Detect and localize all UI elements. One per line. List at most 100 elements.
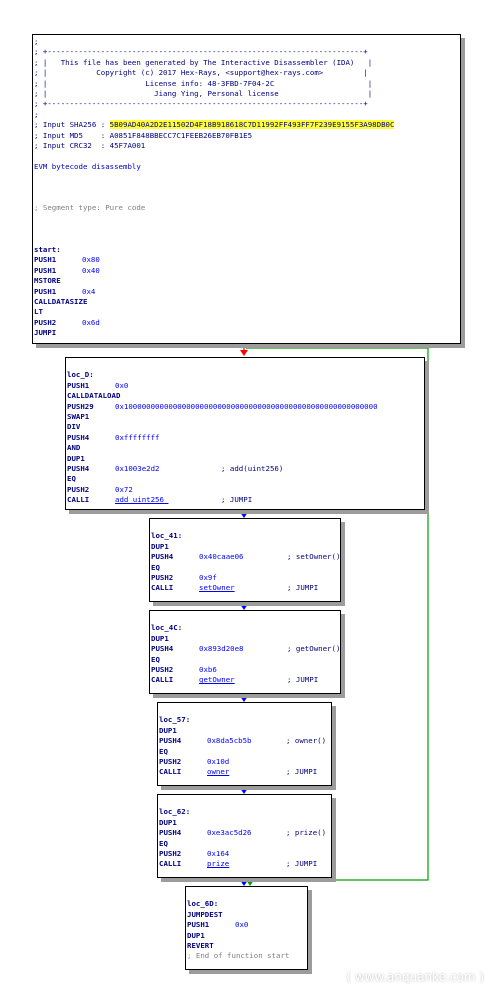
edge-arrow-loc6D-green bbox=[246, 880, 254, 886]
code-line[interactable]: MSTORE bbox=[34, 276, 61, 286]
opcode-mnemonic: PUSH1 bbox=[34, 255, 57, 265]
code-line[interactable]: EQ bbox=[151, 655, 160, 665]
code-line[interactable]: loc_6D: bbox=[187, 899, 218, 909]
code-line[interactable]: JUMPI bbox=[34, 328, 56, 338]
input-hash-label: ; Input MD5 : bbox=[34, 130, 110, 140]
edge-arrow-loc6D bbox=[240, 880, 248, 886]
opcode-mnemonic: DUP1 bbox=[67, 453, 85, 463]
code-line[interactable]: DUP1 bbox=[159, 818, 177, 828]
code-line[interactable]: DUP1 bbox=[151, 634, 169, 644]
code-line[interactable]: loc_62: bbox=[159, 807, 190, 817]
code-line[interactable]: loc_D: bbox=[67, 370, 94, 380]
code-line[interactable]: loc_57: bbox=[159, 715, 190, 725]
code-line[interactable]: ; | This file has been generated by The … bbox=[34, 58, 372, 68]
opcode-argument: 0x72 bbox=[115, 484, 133, 494]
opcode-argument: setOwner bbox=[199, 583, 235, 593]
code-line[interactable]: ; | Copyright (c) 2017 Hex-Rays, <suppor… bbox=[34, 68, 368, 78]
code-line[interactable]: DUP1 bbox=[151, 542, 169, 552]
code-line[interactable]: EQ bbox=[159, 747, 168, 757]
code-line[interactable]: SWAP1 bbox=[67, 412, 89, 422]
opcode-comment: ; prize() bbox=[286, 828, 327, 838]
code-line[interactable]: DIV bbox=[67, 422, 80, 432]
opcode-comment: ; add(uint256) bbox=[221, 464, 284, 473]
opcode-argument: 0xffffffff bbox=[115, 432, 160, 442]
code-line[interactable]: EQ bbox=[67, 474, 76, 484]
code-line[interactable]: ; Input SHA256 : 5B09AD40A2D2E11502D4F18… bbox=[34, 120, 395, 130]
code-line[interactable]: DUP1 bbox=[67, 454, 85, 464]
code-line[interactable]: CALLDATASIZE bbox=[34, 297, 87, 307]
code-line[interactable]: ; End of function start bbox=[187, 951, 289, 961]
header-block[interactable]: ;; +------------------------------------… bbox=[32, 34, 461, 344]
code-line[interactable]: DUP1 bbox=[187, 931, 205, 941]
code-line[interactable]: ; Input MD5 : A0851F848BBECC7C1FEEB26EB7… bbox=[34, 131, 252, 141]
code-line[interactable]: CALLDATALOAD bbox=[67, 391, 120, 401]
code-line[interactable]: start: bbox=[34, 245, 61, 255]
code-line[interactable]: ; | License info: 48-3FBD-7F04-2C | bbox=[34, 79, 372, 89]
code-line[interactable]: DUP1 bbox=[159, 726, 177, 736]
code-line[interactable]: ; Input CRC32 : 45F7A001 bbox=[34, 141, 145, 151]
code-line[interactable]: JUMPDEST bbox=[187, 910, 223, 920]
code-line[interactable]: loc_4C: bbox=[151, 623, 182, 633]
code-line[interactable]: PUSH4 0xffffffff bbox=[67, 432, 160, 443]
opcode-mnemonic: PUSH1 bbox=[34, 265, 57, 275]
opcode-comment: ; JUMPI bbox=[286, 859, 318, 869]
opcode-mnemonic: CALLI bbox=[67, 495, 90, 505]
code-line[interactable]: ; bbox=[34, 110, 38, 120]
opcode-argument: 0x8da5cb5b bbox=[207, 736, 252, 746]
code-line[interactable]: ; | Jiang Ying, Personal license | bbox=[34, 89, 372, 99]
opcode-mnemonic: DUP1 bbox=[187, 930, 205, 940]
code-line[interactable]: AND bbox=[67, 443, 80, 453]
input-hash-value: A0851F848BBECC7C1FEEB26EB70FB1E5 bbox=[109, 130, 253, 140]
opcode-mnemonic: PUSH4 bbox=[67, 432, 90, 442]
code-line[interactable]: REVERT bbox=[187, 941, 214, 951]
opcode-mnemonic: CALLI bbox=[151, 675, 174, 685]
opcode-argument: 0xe3ac5d26 bbox=[207, 828, 252, 838]
code-line[interactable]: ; Segment type: Pure code bbox=[34, 203, 145, 213]
opcode-mnemonic: EQ bbox=[67, 474, 76, 484]
code-line[interactable]: EVM bytecode disassembly bbox=[34, 162, 141, 172]
code-line[interactable]: ; +-------------------------------------… bbox=[34, 99, 368, 109]
code-line[interactable]: EQ bbox=[159, 839, 168, 849]
opcode-mnemonic: DUP1 bbox=[159, 725, 177, 735]
edge-arrow-locD bbox=[240, 350, 248, 356]
code-line[interactable]: LT bbox=[34, 307, 43, 317]
opcode-mnemonic: DUP1 bbox=[159, 817, 177, 827]
code-comment: ; | Copyright (c) 2017 Hex-Rays, <suppor… bbox=[34, 68, 368, 78]
opcode-comment: ; getOwner() bbox=[287, 644, 341, 654]
code-comment: ; Segment type: Pure code bbox=[34, 203, 146, 213]
code-line[interactable]: loc_41: bbox=[151, 531, 182, 541]
code-line[interactable]: ; bbox=[34, 37, 38, 47]
opcode-mnemonic: EQ bbox=[159, 838, 168, 848]
code-line[interactable]: EQ bbox=[151, 563, 160, 573]
code-comment: ; | License info: 48-3FBD-7F04-2C | bbox=[34, 78, 373, 88]
code-line[interactable]: ; +-------------------------------------… bbox=[34, 47, 368, 57]
